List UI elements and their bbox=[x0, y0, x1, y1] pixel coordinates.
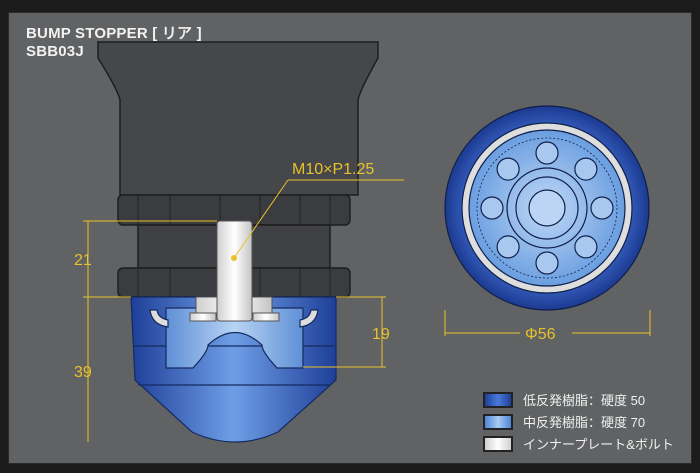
rubber-body bbox=[130, 296, 337, 443]
dim-diameter: Φ56 bbox=[525, 326, 556, 343]
legend-swatch bbox=[483, 391, 513, 408]
dimension-lines bbox=[83, 179, 651, 442]
legend-swatch bbox=[483, 413, 513, 430]
model-number: SBB03J bbox=[26, 43, 84, 60]
inner-plate-and-bolt bbox=[189, 220, 280, 322]
housing bbox=[97, 41, 379, 298]
bolt-hole bbox=[535, 141, 559, 165]
legend-label: インナープレート&ボルト bbox=[523, 437, 674, 452]
bolt-hole bbox=[574, 157, 598, 181]
product-title: BUMP STOPPER [ リア ] bbox=[26, 25, 202, 42]
bolt-hole bbox=[574, 235, 598, 259]
dim-39: 39 bbox=[74, 364, 92, 381]
dim-19: 19 bbox=[372, 326, 390, 343]
legend-label: 中反発樹脂：硬度 70 bbox=[523, 415, 646, 430]
top-view bbox=[444, 105, 650, 311]
thread-label: M10×P1.25 bbox=[292, 161, 374, 178]
legend-item-mid-rebound: 中反発樹脂：硬度 70 bbox=[483, 412, 645, 431]
legend-item-low-rebound: 低反発樹脂：硬度 50 bbox=[483, 390, 645, 409]
bolt-hole bbox=[496, 157, 520, 181]
legend-swatch bbox=[483, 435, 513, 452]
legend-item-plate-bolt: インナープレート&ボルト bbox=[483, 434, 674, 453]
dim-21: 21 bbox=[74, 252, 92, 269]
bolt-hole bbox=[535, 251, 559, 275]
bolt-hole bbox=[480, 196, 504, 220]
legend-label: 低反発樹脂：硬度 50 bbox=[523, 393, 646, 408]
bolt-hole bbox=[496, 235, 520, 259]
dimension-labels: M10×P1.25 21 39 19 Φ56 bbox=[74, 161, 556, 381]
bolt-hole bbox=[590, 196, 614, 220]
